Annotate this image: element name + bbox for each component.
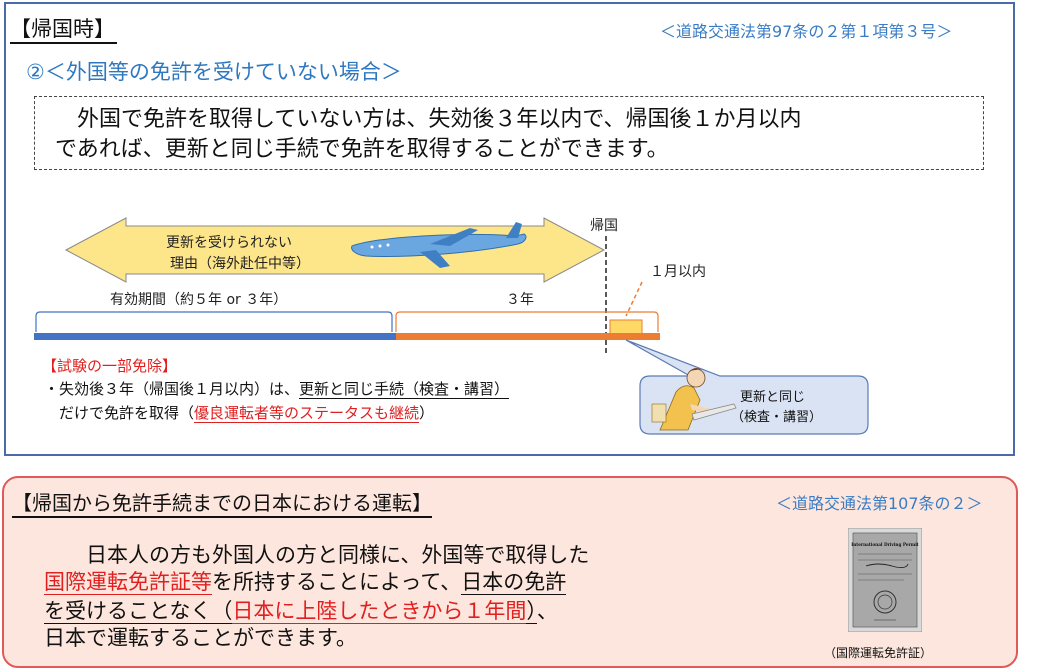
bottom-line-2: 国際運転免許証等を所持することによって、日本の免許 xyxy=(44,568,567,596)
validity-label: 有効期間（約５年 or ３年） xyxy=(110,292,287,308)
bottom-heading: 【帰国から免許手続までの日本における運転】 xyxy=(12,490,432,518)
one-month-box xyxy=(609,319,643,335)
bottom-line-2-underlined: 日本の免許 xyxy=(461,570,567,595)
top-law-reference: ＜道路交通法第97条の２第１項第３号＞ xyxy=(660,22,953,41)
bottom-line-2-mid: を所持することによって、 xyxy=(212,570,462,594)
double-arrow xyxy=(64,217,606,283)
callout-text-line-1: 更新と同じ xyxy=(740,390,806,405)
permit-title: International Driving Permit xyxy=(851,542,919,547)
callout-text-line-2: （検査・講習） xyxy=(731,410,823,425)
timeline-diagram: 更新を受けられない 理由（海外赴任中等） 帰国 １月以内 有効期間（約５年 or… xyxy=(34,217,869,435)
validity-bracket xyxy=(35,311,393,332)
exemption-line-2: だけで免許を取得（優良運転者等のステータスも継続） xyxy=(44,402,434,423)
exemption-line-2-suffix: ） xyxy=(419,404,435,422)
intro-line-1: 外国で免許を取得していない方は、失効後３年以内で、帰国後１か月以内 xyxy=(55,107,802,132)
exemption-line-1-underlined: 更新と同じ手続（検査・講習） xyxy=(299,380,510,399)
return-label: 帰国 xyxy=(590,217,618,234)
exemption-title: 【試験の一部免除】 xyxy=(42,357,178,375)
bottom-line-1: 日本人の方も外国人の方と同様に、外国等で取得した xyxy=(44,543,590,567)
bottom-line-4: 日本で運転することができます。 xyxy=(44,626,357,650)
exemption-line-2-red: 優良運転者等のステータスも継続 xyxy=(194,404,420,423)
bottom-law-reference: ＜道路交通法第107条の２＞ xyxy=(776,494,983,513)
bottom-line-3: を受けることなく（日本に上陸したときから１年間）、 xyxy=(44,597,558,625)
exemption-line-2-prefix: だけで免許を取得（ xyxy=(44,404,195,422)
three-year-label: ３年 xyxy=(506,292,534,308)
three-year-bar xyxy=(396,333,660,340)
intro-box: 外国で免許を取得していない方は、失効後３年以内で、帰国後１か月以内 であれば、更… xyxy=(34,96,984,170)
bottom-line-3-suffix: 、 xyxy=(536,599,558,623)
validity-bar xyxy=(34,333,396,340)
arrow-label-line-2: 理由（海外赴任中等） xyxy=(170,255,310,272)
one-month-pointer xyxy=(625,281,643,317)
exemption-line-1: ・失効後３年（帰国後１月以内）は、更新と同じ手続（検査・講習） xyxy=(44,378,510,399)
permit-caption: （国際運転免許証） xyxy=(824,646,933,660)
international-permit-image: International Driving Permit xyxy=(848,528,922,632)
arrow-label-line-1: 更新を受けられない xyxy=(166,235,292,251)
airplane-icon xyxy=(351,222,527,268)
bottom-line-3-red: 日本に上陸したときから１年間 xyxy=(232,599,527,624)
bottom-line-3-underlined-b: ） xyxy=(526,599,537,624)
exemption-line-1-prefix: ・失効後３年（帰国後１月以内）は、 xyxy=(44,380,300,398)
intro-line-2: であれば、更新と同じ手続で免許を取得することができます。 xyxy=(55,137,669,162)
one-month-label: １月以内 xyxy=(650,264,706,280)
person-writing-icon xyxy=(651,368,737,431)
bottom-line-3-underlined-a: を受けることなく（ xyxy=(44,599,233,624)
bottom-line-2-red: 国際運転免許証等 xyxy=(44,570,212,595)
three-year-bracket xyxy=(395,311,659,332)
top-subheading: ②＜外国等の免許を受けていない場合＞ xyxy=(26,60,402,84)
top-heading: 【帰国時】 xyxy=(10,16,117,44)
